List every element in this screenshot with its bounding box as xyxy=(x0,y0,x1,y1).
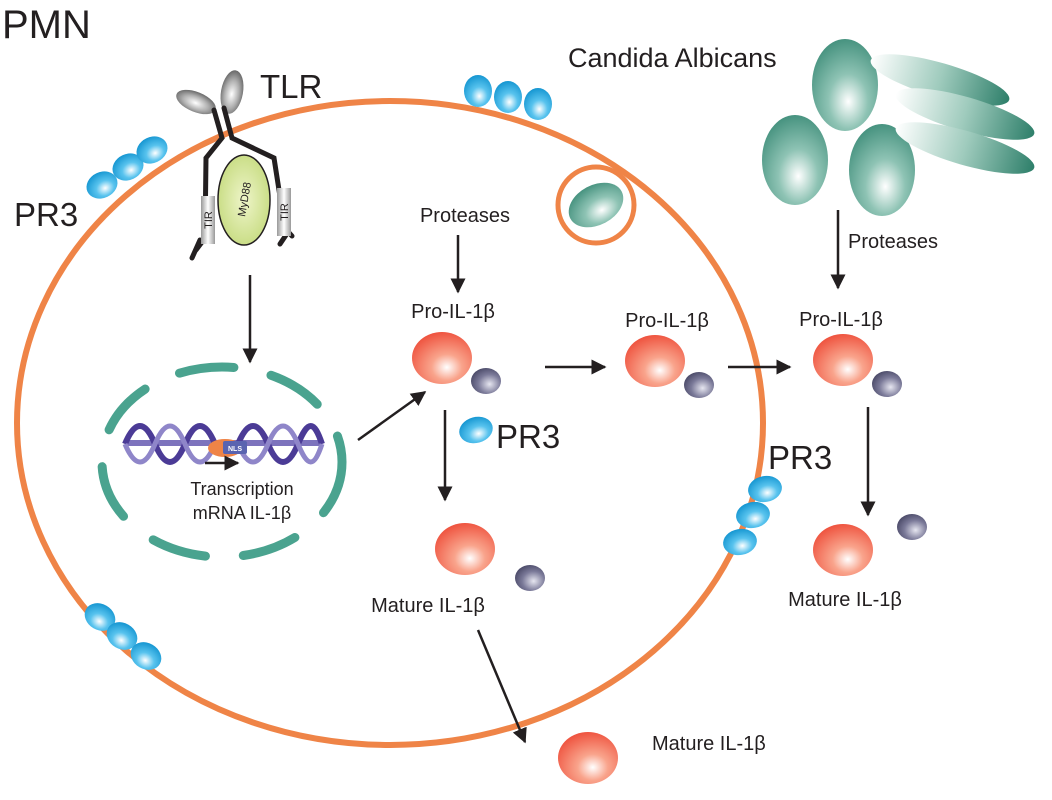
pro-il-1b-middle xyxy=(625,335,714,398)
pr3-cluster-right xyxy=(723,475,782,556)
tlr-receptor xyxy=(176,70,295,261)
mature-secreted-label: Mature IL-1β xyxy=(652,733,766,755)
transcription-label: Transcription xyxy=(190,479,293,499)
pro-il-phago-label: Pro-IL-1β xyxy=(625,310,709,332)
pro-il-1b-inside xyxy=(412,332,501,394)
tir-right-label: TIR xyxy=(279,203,291,221)
proteases-inside-label: Proteases xyxy=(420,205,510,227)
pr3-free-inside xyxy=(459,416,493,444)
mature-il-1b-outside xyxy=(813,514,927,576)
pro-il-outside-label: Pro-IL-1β xyxy=(799,309,883,331)
pr3-cluster-top xyxy=(464,75,552,120)
pr3-cluster-top-left xyxy=(86,136,168,199)
diagram-title: PMN xyxy=(2,3,91,47)
tir-left-label: TIR xyxy=(203,211,215,229)
candida-albicans-cluster xyxy=(762,39,1035,216)
tlr-label: TLR xyxy=(260,68,322,105)
cell-membrane xyxy=(14,98,766,748)
pro-il-1b-outside xyxy=(813,334,902,397)
mrna-label: mRNA IL-1β xyxy=(193,503,291,523)
nls-label: NLS xyxy=(228,446,242,453)
mature-outside-label: Mature IL-1β xyxy=(788,589,902,611)
dna-helix xyxy=(122,423,325,471)
pr3-right-label: PR3 xyxy=(768,439,832,476)
arrow-nucleus-to-pro-il xyxy=(357,390,427,442)
mature-il-1b-secreted xyxy=(558,732,618,784)
phagosome xyxy=(555,164,637,246)
pr3-inside-label: PR3 xyxy=(496,418,560,455)
mature-il-1b-inside xyxy=(435,523,545,591)
mature-inside-label: Mature IL-1β xyxy=(371,595,485,617)
pr3-cluster-bottom-left xyxy=(84,603,162,670)
nucleus xyxy=(97,362,347,562)
proteases-outside-label: Proteases xyxy=(848,231,938,253)
pr3-left-label: PR3 xyxy=(14,196,78,233)
pro-il-inside-label: Pro-IL-1β xyxy=(411,301,495,323)
myd88-label: MyD88 xyxy=(236,181,254,217)
candida-label: Candida Albicans xyxy=(568,43,777,73)
pathway-arrows xyxy=(242,210,876,744)
arrow-secretion xyxy=(476,629,527,744)
